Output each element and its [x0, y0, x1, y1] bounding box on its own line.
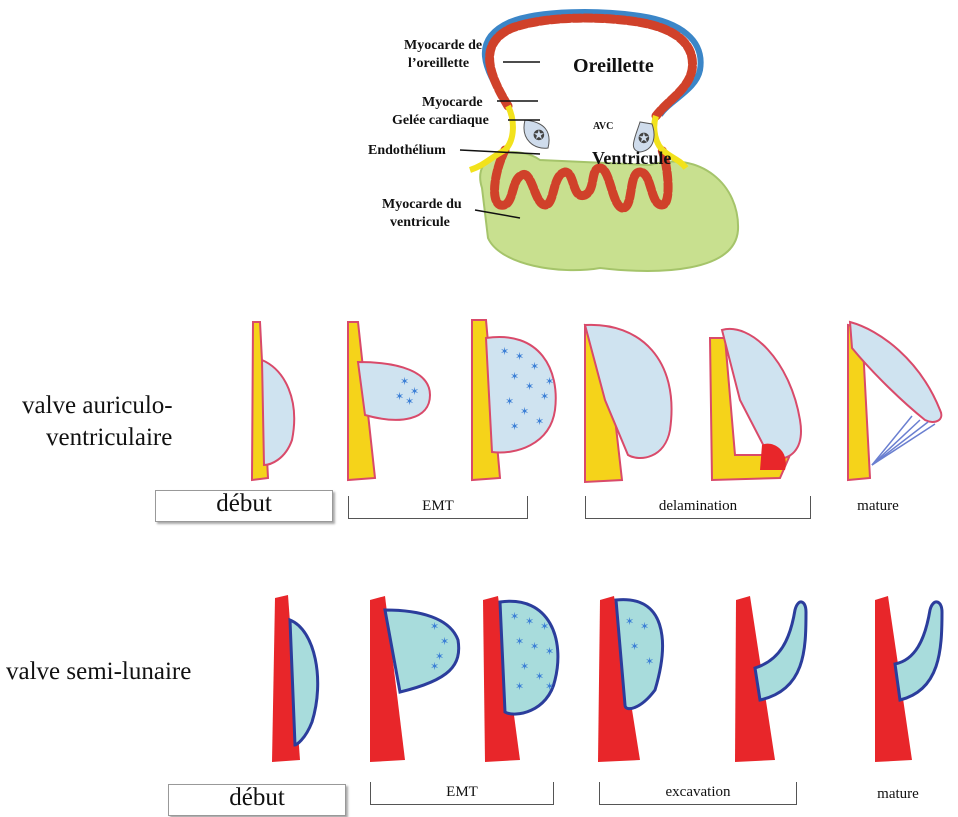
svg-text:✶: ✶	[535, 671, 544, 683]
svg-text:✶: ✶	[530, 361, 539, 373]
svg-text:✶: ✶	[400, 376, 409, 388]
svg-text:✶: ✶	[430, 661, 439, 673]
sl-stage-debut: début	[168, 784, 346, 816]
av-stage-emt: EMT	[348, 496, 528, 519]
sl-valve-row	[272, 595, 942, 762]
heart-schematic: ✪ ✪	[460, 12, 738, 271]
label-myocarde-ventricule-2: ventricule	[390, 215, 450, 231]
av-valve-row	[252, 320, 941, 482]
av-stage1-cushion	[262, 360, 294, 465]
svg-text:✶: ✶	[440, 636, 449, 648]
svg-text:✶: ✶	[505, 396, 514, 408]
sl-stage-emt: EMT	[370, 782, 554, 805]
av-stage6-chordae	[872, 416, 935, 465]
svg-text:✶: ✶	[510, 611, 519, 623]
av-row-title-1: valve auriculo-	[22, 390, 173, 422]
cushion-star-1: ✪	[533, 129, 545, 144]
svg-text:✶: ✶	[625, 616, 634, 628]
svg-text:✶: ✶	[515, 681, 524, 693]
label-myocarde: Myocarde	[422, 95, 483, 111]
svg-text:✶: ✶	[640, 621, 649, 633]
sl-stage1-cushion	[290, 620, 318, 745]
svg-text:✶: ✶	[515, 351, 524, 363]
label-myocarde-ventricule-1: Myocarde du	[382, 197, 462, 213]
cushion-star-2: ✪	[638, 132, 650, 147]
svg-text:✶: ✶	[500, 346, 509, 358]
svg-text:✶: ✶	[395, 391, 404, 403]
svg-text:✶: ✶	[535, 416, 544, 428]
sl-stage4-cushion	[616, 600, 662, 709]
svg-text:✶: ✶	[530, 641, 539, 653]
heart-avc-label: AVC	[593, 121, 613, 132]
svg-text:✶: ✶	[540, 391, 549, 403]
svg-text:✶: ✶	[525, 616, 534, 628]
sl-row-title: valve semi-lunaire	[6, 656, 191, 688]
sl-stage2-cushion	[385, 610, 459, 692]
sl-stage5-leaflet	[755, 602, 806, 700]
label-myocarde-oreillette-2: l’oreillette	[408, 56, 469, 72]
svg-text:✶: ✶	[510, 371, 519, 383]
svg-text:✶: ✶	[630, 641, 639, 653]
label-myocarde-oreillette-1: Myocarde de	[404, 38, 482, 54]
svg-text:✶: ✶	[405, 396, 414, 408]
av-row-title-2: ventriculaire	[46, 422, 172, 454]
svg-text:✶: ✶	[645, 656, 654, 668]
sl-stage6-leaflet	[895, 602, 942, 700]
label-gelee: Gelée cardiaque	[392, 113, 489, 129]
svg-text:✶: ✶	[540, 621, 549, 633]
svg-text:✶: ✶	[525, 381, 534, 393]
heart-atrium-title: Oreillette	[573, 55, 654, 78]
svg-text:✶: ✶	[430, 621, 439, 633]
av-stage-delamination: delamination	[585, 496, 811, 519]
svg-text:✶: ✶	[520, 406, 529, 418]
sl-stage-mature: mature	[868, 786, 928, 803]
svg-text:✶: ✶	[545, 646, 554, 658]
svg-text:✶: ✶	[545, 681, 554, 693]
svg-text:✶: ✶	[510, 421, 519, 433]
svg-text:✶: ✶	[515, 636, 524, 648]
sl-stage-excavation: excavation	[599, 782, 797, 805]
av-stage-debut: début	[155, 490, 333, 522]
svg-text:✶: ✶	[545, 376, 554, 388]
av-stage-mature: mature	[848, 498, 908, 515]
heart-ventricle-title: Ventricule	[592, 148, 671, 169]
svg-text:✶: ✶	[520, 661, 529, 673]
label-endothelium: Endothélium	[368, 143, 446, 159]
